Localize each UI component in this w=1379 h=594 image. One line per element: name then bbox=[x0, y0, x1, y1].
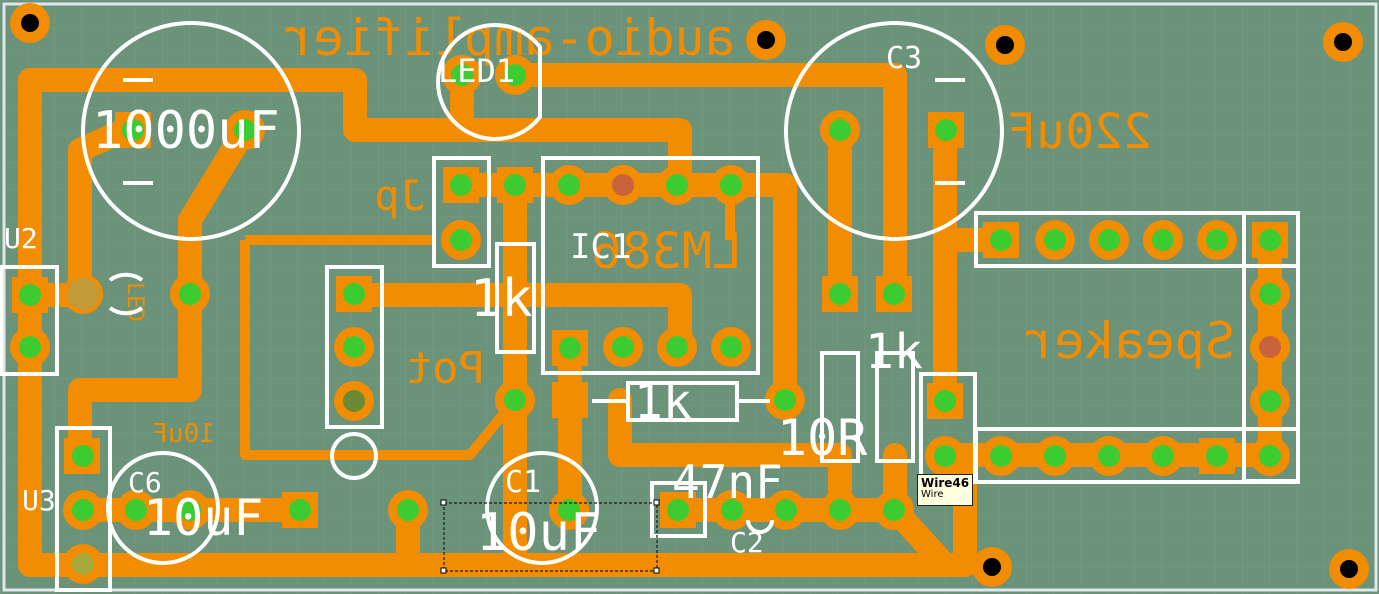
c10uf-mirror-text: 10uF bbox=[152, 419, 215, 449]
label-r1k-a: 1k bbox=[470, 269, 533, 329]
label-u3: U3 bbox=[22, 484, 56, 517]
label-c3: C3 bbox=[886, 41, 922, 76]
label-u2: U2 bbox=[4, 222, 38, 255]
speaker-mirror-text: Speaker bbox=[1024, 312, 1235, 370]
label-47nf: 47nF bbox=[672, 455, 783, 509]
label-c6: C6 bbox=[128, 466, 162, 499]
wire-tooltip: Wire46 Wire bbox=[917, 474, 973, 506]
tooltip-subtitle: Wire bbox=[921, 488, 944, 500]
label-c1: C1 bbox=[505, 465, 541, 500]
pot-mirror-text: Pot bbox=[406, 343, 485, 394]
jp-mirror-text: Jp bbox=[374, 171, 425, 220]
lm386-mirror-text: LM386 bbox=[591, 222, 742, 280]
pads[interactable] bbox=[10, 55, 1290, 584]
label-1000uf: 1000uF bbox=[92, 101, 280, 161]
silkscreen bbox=[0, 21, 1300, 592]
mounting-holes bbox=[10, 3, 1369, 589]
label-led1: LED1 bbox=[438, 52, 515, 90]
label-r1k-b: 1k bbox=[634, 374, 692, 430]
label-c2: C2 bbox=[730, 526, 764, 559]
label-10uf-left: 10uF bbox=[143, 489, 263, 547]
selection-box[interactable] bbox=[440, 499, 660, 574]
label-10r: 10R bbox=[777, 409, 868, 467]
led-mirror-text: LED bbox=[122, 282, 147, 322]
c220-mirror-text: 220uF bbox=[1008, 104, 1153, 160]
tooltip-title: Wire46 bbox=[921, 476, 970, 490]
label-ic1: IC1 bbox=[570, 227, 631, 267]
label-r1k-c: 1k bbox=[865, 324, 923, 380]
label-10uf-center: 10uF bbox=[476, 503, 601, 563]
